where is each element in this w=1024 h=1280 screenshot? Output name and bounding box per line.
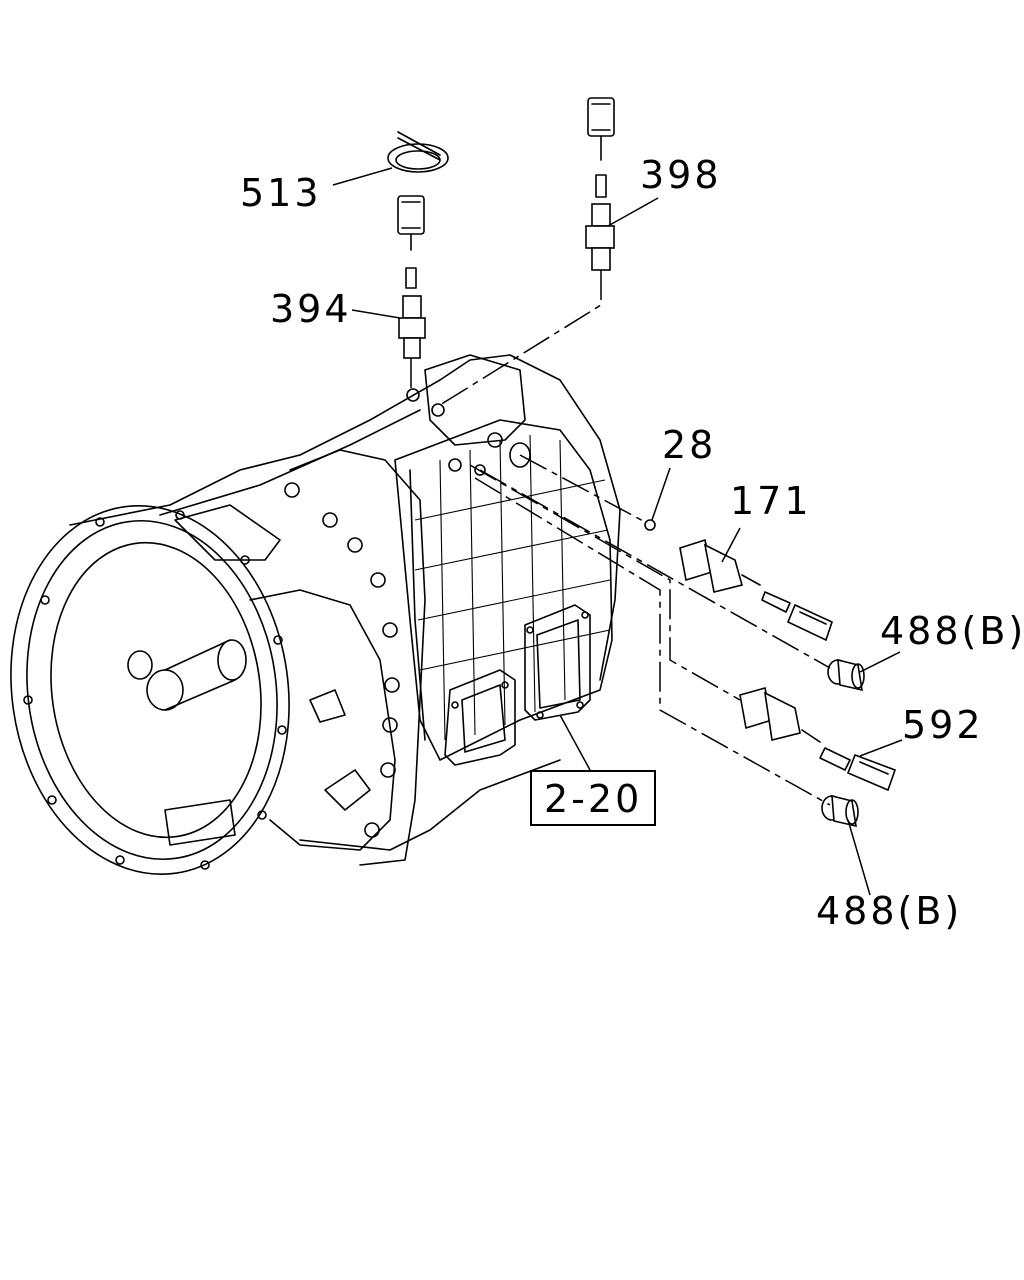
plug-488-upper	[827, 658, 865, 692]
switch-port-398	[431, 403, 445, 417]
transmission-case	[10, 354, 621, 876]
callout-488-upper: 488(B)	[880, 609, 1024, 653]
assembly-lines	[410, 270, 831, 806]
leader-lines	[332, 167, 903, 896]
input-shaft	[127, 639, 247, 711]
inspection-covers	[444, 604, 591, 766]
switch-171	[679, 538, 833, 642]
switch-port-171	[448, 458, 462, 472]
switch-398	[585, 97, 615, 271]
case-ribs	[414, 434, 611, 741]
switch-port-592	[474, 464, 486, 476]
case-flange-bolts	[284, 482, 400, 838]
clip-513	[387, 131, 449, 173]
switch-port-394	[406, 388, 420, 402]
callout-513: 513	[240, 171, 322, 215]
callout-592: 592	[902, 703, 984, 747]
switch-394	[397, 195, 426, 359]
bell-flange-bolts	[23, 510, 287, 870]
plug-488-lower	[821, 794, 859, 828]
ball-28	[644, 519, 656, 531]
callout-394: 394	[270, 287, 352, 331]
callout-171: 171	[730, 479, 812, 523]
switch-592	[739, 687, 897, 792]
callout-488-lower: 488(B)	[816, 889, 963, 933]
reference-box-2-20: 2-20	[530, 770, 657, 826]
callout-398: 398	[640, 153, 722, 197]
callout-28: 28	[662, 423, 717, 467]
